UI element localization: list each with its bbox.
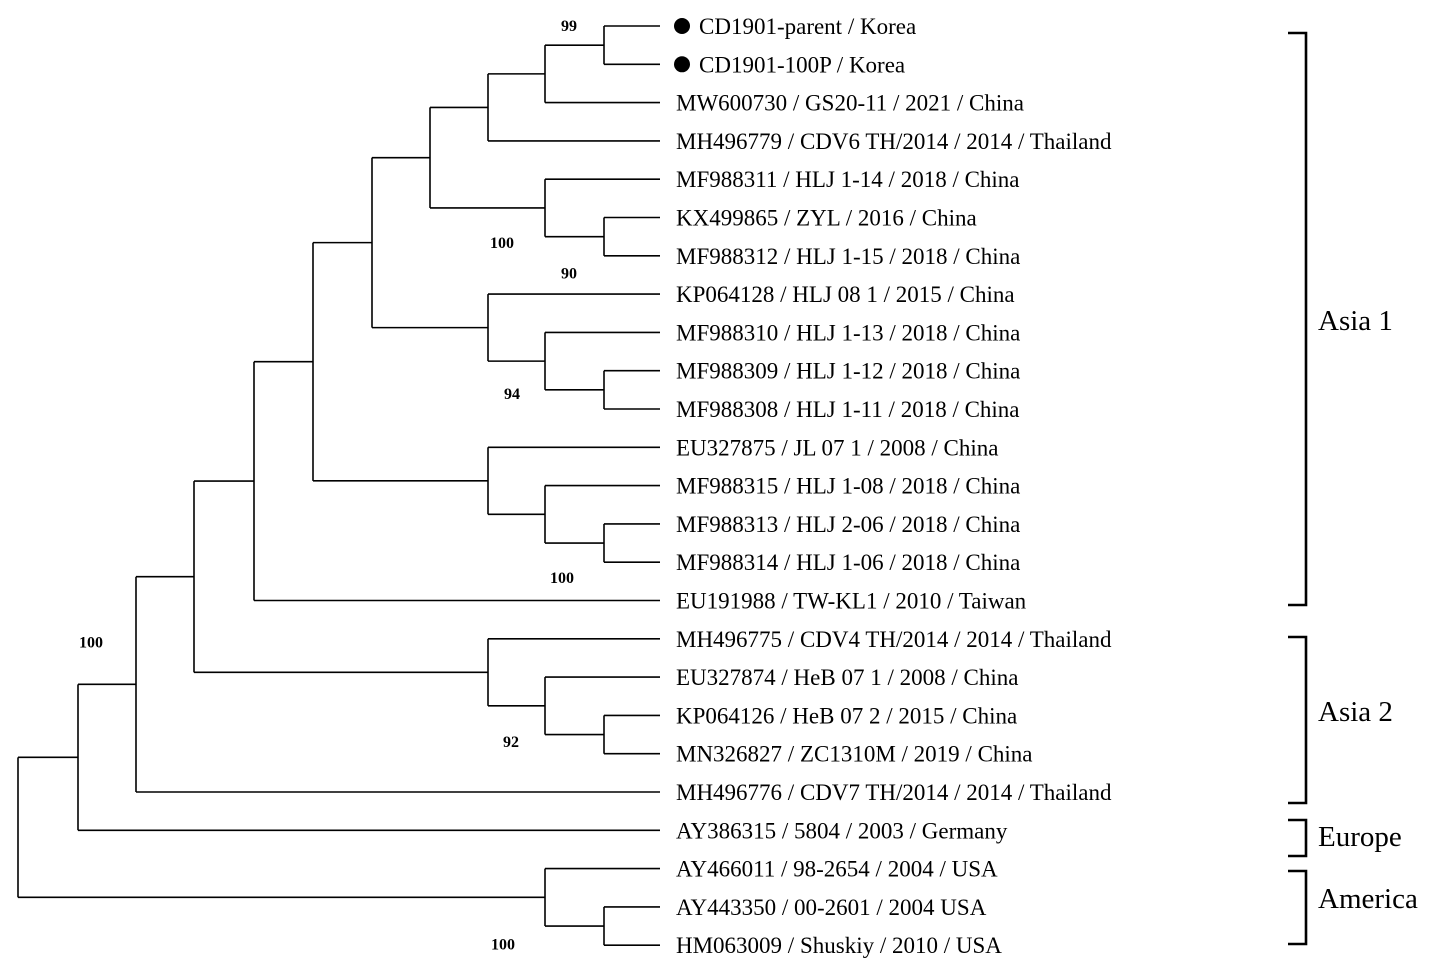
bootstrap-value: 92 xyxy=(503,734,519,751)
group-label: Europe xyxy=(1318,821,1402,853)
leaf-label: KP064128 / HLJ 08 1 / 2015 / China xyxy=(676,282,1015,307)
leaf-label: EU191988 / TW-KL1 / 2010 / Taiwan xyxy=(676,589,1027,614)
group-bracket xyxy=(1288,635,1308,805)
group-bracket xyxy=(1288,31,1308,607)
group-bracket xyxy=(1288,818,1308,858)
leaf-label: EU327875 / JL 07 1 / 2008 / China xyxy=(676,435,998,460)
bootstrap-value: 90 xyxy=(561,266,577,283)
group-bracket xyxy=(1288,869,1308,946)
leaf-label: MF988313 / HLJ 2-06 / 2018 / China xyxy=(676,512,1020,537)
bootstrap-value: 100 xyxy=(491,936,515,953)
leaf-label: KP064126 / HeB 07 2 / 2015 / China xyxy=(676,703,1017,728)
leaf-label: CD1901-100P / Korea xyxy=(699,52,905,77)
leaf-markers xyxy=(674,18,690,73)
leaf-label: MF988312 / HLJ 1-15 / 2018 / China xyxy=(676,244,1020,269)
korea-strain-marker xyxy=(674,18,690,34)
leaf-label: CD1901-parent / Korea xyxy=(699,14,916,39)
leaf-label: MH496779 / CDV6 TH/2014 / 2014 / Thailan… xyxy=(676,129,1112,154)
leaf-label: MF988308 / HLJ 1-11 / 2018 / China xyxy=(676,397,1020,422)
bootstrap-value: 99 xyxy=(561,18,577,35)
bootstrap-value: 100 xyxy=(550,570,574,587)
group-label: America xyxy=(1318,883,1418,915)
leaf-label: MF988310 / HLJ 1-13 / 2018 / China xyxy=(676,320,1020,345)
bootstrap-value: 94 xyxy=(504,386,520,403)
leaf-label: MF988309 / HLJ 1-12 / 2018 / China xyxy=(676,359,1020,384)
bootstrap-labels: 99 90 100 94 100 92 100 100 xyxy=(79,18,577,953)
tree-branches xyxy=(17,25,660,947)
leaf-label: MH496776 / CDV7 TH/2014 / 2014 / Thailan… xyxy=(676,780,1112,805)
leaf-label: MW600730 / GS20-11 / 2021 / China xyxy=(676,91,1024,116)
leaf-label: AY466011 / 98-2654 / 2004 / USA xyxy=(676,857,998,882)
leaf-label: HM063009 / Shuskiy / 2010 / USA xyxy=(676,933,1002,958)
leaf-label: MF988311 / HLJ 1-14 / 2018 / China xyxy=(676,167,1020,192)
group-brackets xyxy=(1288,31,1308,946)
bootstrap-value: 100 xyxy=(79,634,103,651)
leaf-label: MF988315 / HLJ 1-08 / 2018 / China xyxy=(676,474,1020,499)
bootstrap-value: 100 xyxy=(490,235,514,252)
korea-strain-marker xyxy=(674,56,690,73)
leaf-label: KX499865 / ZYL / 2016 / China xyxy=(676,206,977,231)
leaf-label: MH496775 / CDV4 TH/2014 / 2014 / Thailan… xyxy=(676,627,1112,652)
leaf-label: AY386315 / 5804 / 2003 / Germany xyxy=(676,818,1008,843)
leaf-label: EU327874 / HeB 07 1 / 2008 / China xyxy=(676,665,1018,690)
leaf-label: AY443350 / 00-2601 / 2004 USA xyxy=(676,895,987,920)
leaf-label: MF988314 / HLJ 1-06 / 2018 / China xyxy=(676,550,1020,575)
group-label: Asia 2 xyxy=(1318,696,1393,728)
leaf-label: MN326827 / ZC1310M / 2019 / China xyxy=(676,742,1033,767)
group-label: Asia 1 xyxy=(1318,305,1393,337)
